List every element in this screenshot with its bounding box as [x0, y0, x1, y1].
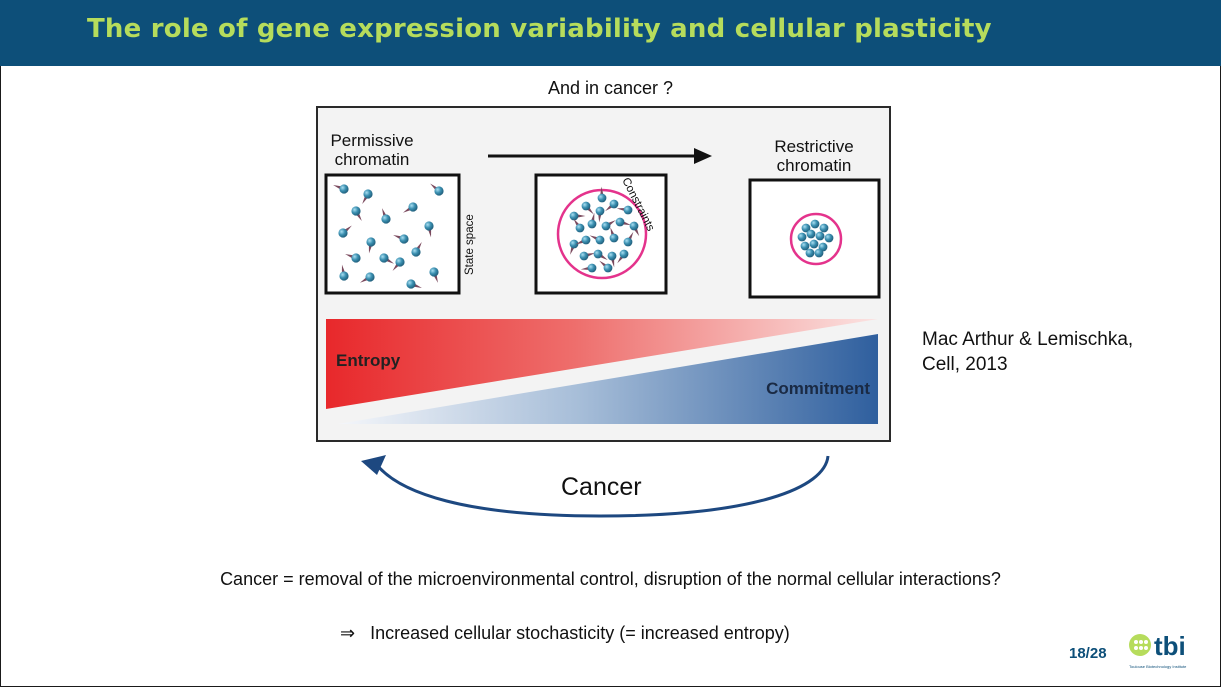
cell-glyph [809, 239, 819, 249]
cell-glyph [579, 251, 596, 261]
slide-subtitle: And in cancer ? [547, 78, 674, 98]
permissive-label-line2: chromatin [335, 150, 410, 169]
title-bar: The role of gene expression variability … [0, 0, 1221, 66]
slide-title: The role of gene expression variability … [87, 14, 992, 44]
cell-glyph [424, 221, 434, 238]
cell-glyph [366, 237, 376, 254]
cell-glyph [810, 219, 820, 229]
tbi-logo-text: tbi [1154, 631, 1186, 661]
implication: ⇒ Increased cellular stochasticity (= in… [340, 623, 790, 644]
tbi-logo-mark [1129, 634, 1151, 656]
constrained-cells [569, 186, 640, 273]
cell-glyph [569, 239, 579, 255]
cell-glyph [609, 227, 619, 243]
cell-glyph [595, 206, 605, 223]
cell-glyph [601, 220, 616, 231]
cell-glyph [605, 199, 619, 212]
entropy-wedge [326, 319, 878, 409]
cell-glyph [381, 208, 391, 224]
permissive-label-line1: Permissive [330, 131, 413, 150]
cell-glyph [815, 231, 825, 241]
cell-glyph [338, 225, 352, 238]
chromatin-entropy-diagram: Permissive chromatin Restrictive chromat… [316, 106, 891, 442]
cell-glyph [580, 263, 597, 273]
cell-glyph [345, 253, 361, 263]
cell-glyph [406, 279, 422, 289]
cancer-arrow-head [361, 455, 386, 475]
cell-glyph [393, 234, 409, 244]
cell-glyph [617, 249, 629, 264]
cell-glyph [806, 229, 816, 239]
cell-glyph [411, 241, 422, 257]
cell-glyph [805, 248, 815, 258]
commitment-label: Commitment [766, 379, 870, 398]
restrictive-cells [797, 219, 834, 258]
differentiation-arrow-head [694, 148, 712, 164]
cell-glyph [429, 267, 439, 283]
cell-glyph [339, 264, 349, 281]
cell-glyph [589, 235, 605, 245]
citation: Mac Arthur & Lemischka, Cell, 2013 [922, 327, 1133, 377]
tbi-logo-tagline: Toulouse Biotechnology Institute [1129, 664, 1187, 669]
cancer-reversal-arrow [361, 455, 830, 518]
cell-glyph [573, 218, 585, 233]
restrictive-label-line1: Restrictive [774, 137, 853, 156]
cell-glyph [593, 249, 608, 261]
cell-glyph [351, 206, 362, 222]
cancer-label: Cancer [561, 473, 642, 501]
cell-glyph [629, 221, 640, 237]
cell-glyph [819, 223, 829, 233]
cell-glyph [379, 253, 395, 264]
cell-glyph [569, 211, 586, 221]
citation-line1: Mac Arthur & Lemischka, [922, 329, 1134, 350]
cell-glyph [599, 260, 613, 273]
cell-glyph [430, 183, 444, 196]
cell-glyph [575, 235, 591, 245]
cell-glyph [801, 223, 811, 233]
cell-glyph [392, 257, 405, 271]
state-space-label: State space [464, 214, 476, 275]
cell-glyph [824, 233, 834, 243]
cell-glyph [402, 202, 418, 213]
tbi-logo: tbi Toulouse Biotechnology Institute [1129, 631, 1187, 669]
cell-glyph [597, 186, 607, 203]
citation-line2: Cell, 2013 [922, 354, 1008, 375]
page-number: 18/28 [1069, 645, 1107, 662]
cancer-statement: Cancer = removal of the microenvironment… [220, 569, 1001, 589]
cell-glyph [616, 205, 633, 215]
cell-glyph [607, 251, 617, 268]
cell-glyph [800, 241, 810, 251]
cell-glyph [797, 232, 807, 242]
cell-glyph [359, 272, 375, 283]
cell-glyph [581, 201, 594, 215]
permissive-cells [333, 183, 444, 289]
cell-glyph [814, 248, 824, 258]
restrictive-label-line2: chromatin [777, 156, 852, 175]
commitment-wedge [338, 334, 878, 424]
entropy-label: Entropy [336, 351, 401, 370]
cell-glyph [362, 189, 373, 205]
cell-glyph [587, 212, 597, 229]
cancer-arrow-curve [375, 455, 830, 518]
implies-symbol: ⇒ [340, 623, 356, 643]
cell-glyph [623, 231, 634, 247]
cell-glyph [333, 184, 349, 194]
cell-glyph [615, 217, 631, 227]
implication-text: Increased cellular stochasticity (= incr… [370, 623, 790, 643]
